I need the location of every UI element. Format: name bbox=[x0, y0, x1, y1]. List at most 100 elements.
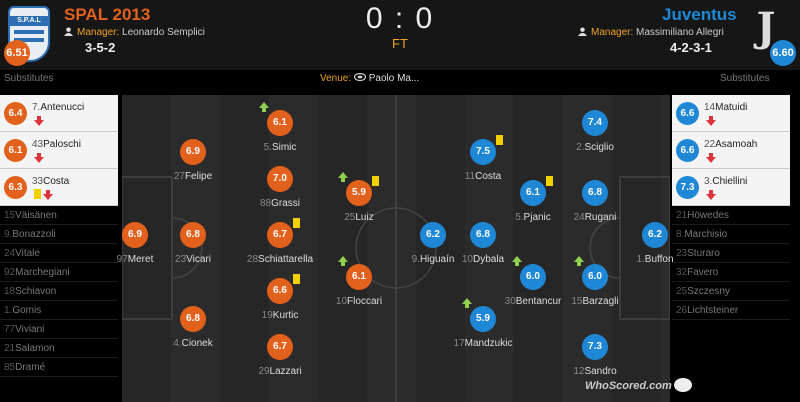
player-name: Sciglio bbox=[584, 142, 614, 153]
sub-off-icon bbox=[706, 153, 716, 163]
substitute-unused-row[interactable]: 15Väisänen bbox=[0, 206, 118, 225]
home-team-name[interactable]: SPAL 2013 bbox=[64, 5, 151, 24]
player-rating-badge: 7.5 bbox=[470, 135, 503, 165]
player-number: 85 bbox=[4, 362, 16, 373]
player-rating-badge: 6.8 bbox=[180, 222, 206, 248]
player-rating-badge: 6.2 bbox=[420, 222, 446, 248]
player-rating-badge: 6.9 bbox=[180, 139, 206, 165]
player-rating-badge: 7.4 bbox=[582, 110, 608, 136]
home-formation: 3-5-2 bbox=[85, 40, 116, 55]
player-number: 2. bbox=[576, 142, 585, 153]
player-marker[interactable]: 6.7 28Schiattarella bbox=[240, 218, 320, 268]
player-name: Floccari bbox=[347, 296, 383, 307]
away-team-name[interactable]: Juventus bbox=[662, 5, 737, 24]
player-name: Grassi bbox=[271, 198, 301, 209]
player-label: 5.Pjanic bbox=[493, 212, 573, 223]
player-number: 24 bbox=[4, 248, 16, 259]
player-name: Paloschi bbox=[43, 139, 81, 150]
yellow-card-icon bbox=[546, 176, 553, 186]
player-rating-badge: 6.1 bbox=[520, 176, 553, 206]
sub-on-icon bbox=[259, 102, 269, 112]
player-number: 18 bbox=[4, 286, 16, 297]
player-rating-badge: 5.9 bbox=[462, 298, 496, 332]
substitute-unused-row[interactable]: 21Höwedes bbox=[672, 206, 790, 225]
substitute-unused-row[interactable]: 92Marchegiani bbox=[0, 263, 118, 282]
player-name: Cionek bbox=[181, 338, 213, 349]
substitute-unused-row[interactable]: 18Schiavon bbox=[0, 282, 118, 301]
player-rating-badge: 6.8 bbox=[180, 306, 206, 332]
substitute-unused-row[interactable]: 85Dramé bbox=[0, 358, 118, 377]
player-number: 88 bbox=[259, 198, 272, 209]
player-name: Bentancur bbox=[515, 296, 562, 307]
player-name: Mandzukic bbox=[464, 338, 513, 349]
player-label: 28Schiattarella bbox=[240, 254, 320, 265]
player-label: 10Dybala bbox=[443, 254, 523, 265]
substitute-unused-row[interactable]: 26Lichtsteiner bbox=[672, 301, 790, 320]
player-rating-badge: 7.0 bbox=[267, 166, 293, 192]
player-name: Gomis bbox=[12, 305, 42, 316]
player-marker[interactable]: 5.9 17Mandzukic bbox=[443, 298, 523, 352]
player-number: 19 bbox=[261, 310, 273, 321]
player-number: 1. bbox=[4, 305, 13, 316]
player-rating-badge: 6.9 bbox=[122, 222, 148, 248]
substitute-unused-row[interactable]: 23Sturaro bbox=[672, 244, 790, 263]
substitute-unused-row[interactable]: 24Vitale bbox=[0, 244, 118, 263]
substitute-unused-row[interactable]: 8.Marchisio bbox=[672, 225, 790, 244]
player-name: Favero bbox=[687, 267, 719, 278]
substitute-unused-row[interactable]: 77Viviani bbox=[0, 320, 118, 339]
player-number: 21 bbox=[676, 210, 688, 221]
player-rating-badge: 6.0 bbox=[574, 256, 608, 290]
player-name: Marchegiani bbox=[15, 267, 70, 278]
substitute-unused-row[interactable]: 9.Bonazzoli bbox=[0, 225, 118, 244]
player-marker[interactable]: 7.4 2.Sciglio bbox=[555, 110, 635, 156]
yellow-card-icon bbox=[293, 274, 300, 284]
player-number: 25 bbox=[676, 286, 688, 297]
player-number: 97 bbox=[116, 254, 128, 265]
player-rating-badge: 6.1 bbox=[338, 256, 372, 290]
person-icon bbox=[64, 27, 73, 36]
substitute-unused-row[interactable]: 1.Gomis bbox=[0, 301, 118, 320]
player-marker[interactable]: 6.1 5.Pjanic bbox=[493, 176, 573, 226]
player-number: 43 bbox=[32, 139, 44, 150]
player-name: Dramé bbox=[15, 362, 46, 373]
player-marker[interactable]: 6.8 23Vicari bbox=[153, 222, 233, 268]
player-name: Bonazzoli bbox=[12, 229, 56, 240]
player-number: 5. bbox=[515, 212, 524, 223]
player-rating-badge: 6.7 bbox=[267, 218, 300, 248]
player-number: 17 bbox=[453, 338, 465, 349]
player-label: 23Vicari bbox=[153, 254, 233, 265]
stadium-icon bbox=[353, 72, 367, 82]
player-number: 33 bbox=[32, 176, 44, 187]
player-name: Luiz bbox=[355, 212, 374, 223]
substitute-unused-row[interactable]: 32Favero bbox=[672, 263, 790, 282]
player-number: 5. bbox=[263, 142, 272, 153]
substitute-unused-row[interactable]: 21Salamon bbox=[0, 339, 118, 358]
player-name: Schiavon bbox=[15, 286, 57, 297]
substitute-unused-row[interactable]: 25Szczesny bbox=[672, 282, 790, 301]
player-marker[interactable]: 7.0 88Grassi bbox=[240, 166, 320, 212]
